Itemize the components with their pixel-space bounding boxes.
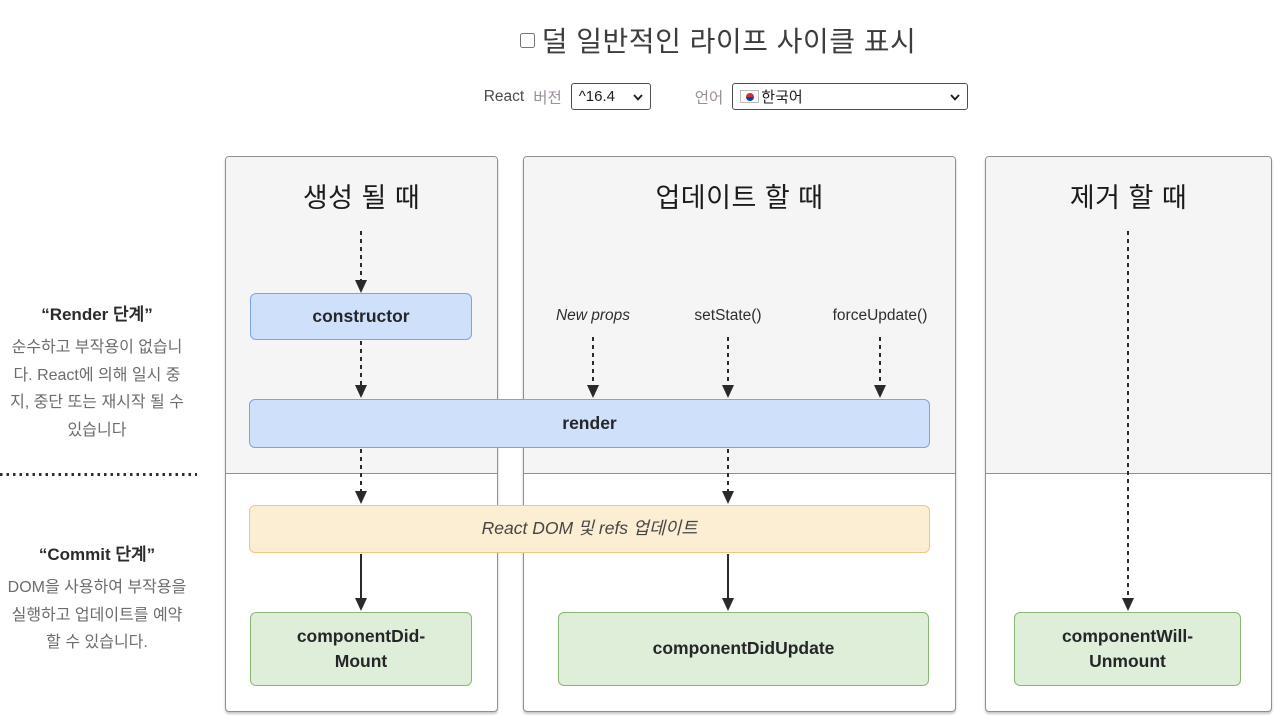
column-updating-header: 업데이트 할 때	[655, 183, 824, 213]
phase-divider	[0, 473, 197, 476]
render-label: render	[562, 412, 617, 433]
component-will-unmount-label-line1: componentWill-	[1061, 625, 1194, 646]
render-phase-info: “Render 단계” 순수하고 부작용이 없습니다. React에 의해 일시…	[6, 300, 188, 444]
chevron-down-icon	[950, 92, 960, 102]
trigger-new-props: New props	[555, 307, 631, 324]
language-value: 한국어	[761, 89, 803, 106]
render-box[interactable]: render	[249, 399, 930, 448]
react-dom-update-label: React DOM 및 refs 업데이트	[481, 518, 698, 539]
react-label: React	[483, 87, 525, 105]
component-did-mount-box[interactable]: componentDid- Mount	[250, 612, 472, 686]
language-select[interactable]: 한국어	[732, 83, 969, 110]
commit-phase-title: “Commit 단계”	[38, 545, 156, 564]
korea-flag-icon	[740, 90, 760, 103]
commit-phase-description: DOM을 사용하여 부작용을 실행하고 업데이트를 예약 할 수 있습니다.	[7, 579, 187, 652]
component-did-update-box[interactable]: componentDidUpdate	[558, 612, 929, 686]
component-did-update-label: componentDidUpdate	[652, 638, 835, 659]
react-dom-update-box: React DOM 및 refs 업데이트	[249, 505, 930, 553]
component-did-mount-label-line1: componentDid-	[296, 625, 426, 646]
page-title: 덜 일반적인 라이프 사이클 표시	[541, 26, 917, 57]
trigger-set-state: setState()	[694, 307, 762, 324]
show-less-common-checkbox[interactable]	[519, 32, 535, 48]
component-did-mount-label-line2: Mount	[334, 651, 388, 671]
language-label: 언어	[694, 89, 724, 107]
trigger-force-update: forceUpdate()	[832, 307, 928, 324]
react-version-value: ^16.4	[578, 88, 615, 105]
commit-phase-info: “Commit 단계” DOM을 사용하여 부작용을 실행하고 업데이트를 예약…	[6, 540, 188, 657]
render-phase-title: “Render 단계”	[41, 305, 153, 324]
column-mounting-header: 생성 될 때	[302, 183, 421, 213]
column-unmounting-header: 제거 할 때	[1069, 183, 1188, 213]
chevron-down-icon	[633, 92, 643, 102]
version-label: 버전	[533, 89, 562, 107]
render-phase-description: 순수하고 부작용이 없습니다. React에 의해 일시 중지, 중단 또는 재…	[10, 339, 184, 439]
title-row: 덜 일반적인 라이프 사이클 표시	[156, 20, 1280, 60]
constructor-box[interactable]: constructor	[250, 293, 472, 340]
component-will-unmount-box[interactable]: componentWill- Unmount	[1014, 612, 1241, 686]
controls-row: React 버전 ^16.4 언어 한국어	[166, 83, 1280, 110]
react-version-select[interactable]: ^16.4	[570, 83, 651, 110]
constructor-label: constructor	[312, 305, 410, 326]
component-will-unmount-label-line2: Unmount	[1089, 651, 1166, 671]
